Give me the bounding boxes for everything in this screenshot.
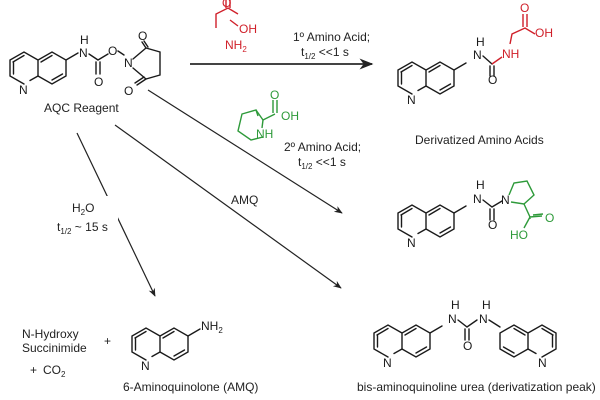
atom-o: O [488, 73, 497, 87]
atom-o: O [520, 1, 529, 15]
primary-half-life: t1/2 <<1 s [301, 45, 349, 61]
atom-o: O [488, 218, 497, 232]
secondary-reaction-arrow [147, 89, 343, 214]
secondary-half-life: t1/2 <<1 s [298, 155, 346, 171]
derivatized-amino-acids-label: Derivatized Amino Acids [415, 133, 544, 147]
nhs-label-line1: N-Hydroxy [22, 327, 79, 341]
atom-n: N [538, 356, 547, 370]
amq-reaction-arrow [114, 124, 342, 289]
primary-amino-acid-label: 1º Amino Acid; [293, 30, 370, 44]
atom-o: O [94, 75, 103, 89]
atom-nh: NH [256, 127, 273, 141]
glycine-derivative-structure: N H N O NH O OH [397, 1, 553, 107]
atom-h: H [482, 298, 491, 312]
amq-product-label: 6-Aminoquinolone (AMQ) [123, 380, 258, 394]
atom-n: N [479, 312, 488, 326]
amq-structure: N NH2 [131, 319, 223, 373]
atom-o: O [124, 84, 133, 98]
plus-sign: + [104, 334, 111, 348]
atom-n: N [473, 192, 482, 206]
atom-n: N [407, 236, 416, 250]
atom-h: H [80, 33, 89, 47]
aqc-reagent-label: AQC Reagent [44, 101, 119, 115]
atom-h: H [476, 35, 485, 49]
hydrolysis-half-life: t1/2 ~ 15 s [57, 220, 108, 236]
secondary-amino-acid-label: 2º Amino Acid; [284, 140, 361, 154]
atom-h: H [451, 298, 460, 312]
nhs-label-line2: Succinimide [22, 341, 87, 355]
water-label: H2O [72, 201, 94, 217]
atom-n: N [141, 359, 150, 373]
atom-nh2: NH2 [225, 38, 247, 54]
atom-o: O [270, 88, 279, 102]
atom-h: H [476, 178, 485, 192]
co2-label: +CO2 [30, 363, 66, 379]
atom-o: O [545, 211, 554, 225]
atom-o: O [138, 29, 147, 43]
atom-o: O [108, 44, 117, 58]
atom-n: N [501, 193, 510, 207]
proline-structure: O OH NH [237, 88, 299, 141]
bis-aminoquinoline-urea-label: bis-aminoquinoline urea (derivatization … [357, 380, 596, 394]
glycine-structure: O OH NH2 [215, 0, 257, 54]
atom-oh: OH [535, 26, 553, 40]
atom-n: N [124, 56, 133, 70]
bis-aminoquinoline-urea-structure: N H N O H N N [373, 298, 557, 370]
atom-nh: NH [502, 47, 519, 61]
amq-reagent-label: AMQ [231, 193, 258, 207]
atom-n: N [407, 93, 416, 107]
atom-n: N [448, 312, 457, 326]
atom-n: N [19, 83, 28, 97]
atom-nh2: NH2 [201, 319, 223, 335]
atom-o: O [222, 0, 231, 10]
atom-oh: OH [281, 109, 299, 123]
atom-ho: HO [510, 228, 528, 242]
proline-derivative-structure: N H N O N O HO [397, 178, 554, 250]
aqc-reagent-structure: N H N O O N O O [9, 29, 161, 98]
atom-n: N [383, 356, 392, 370]
atom-n: N [473, 48, 482, 62]
atom-o: O [463, 339, 472, 353]
atom-oh: OH [239, 22, 257, 36]
atom-n: N [79, 46, 88, 60]
